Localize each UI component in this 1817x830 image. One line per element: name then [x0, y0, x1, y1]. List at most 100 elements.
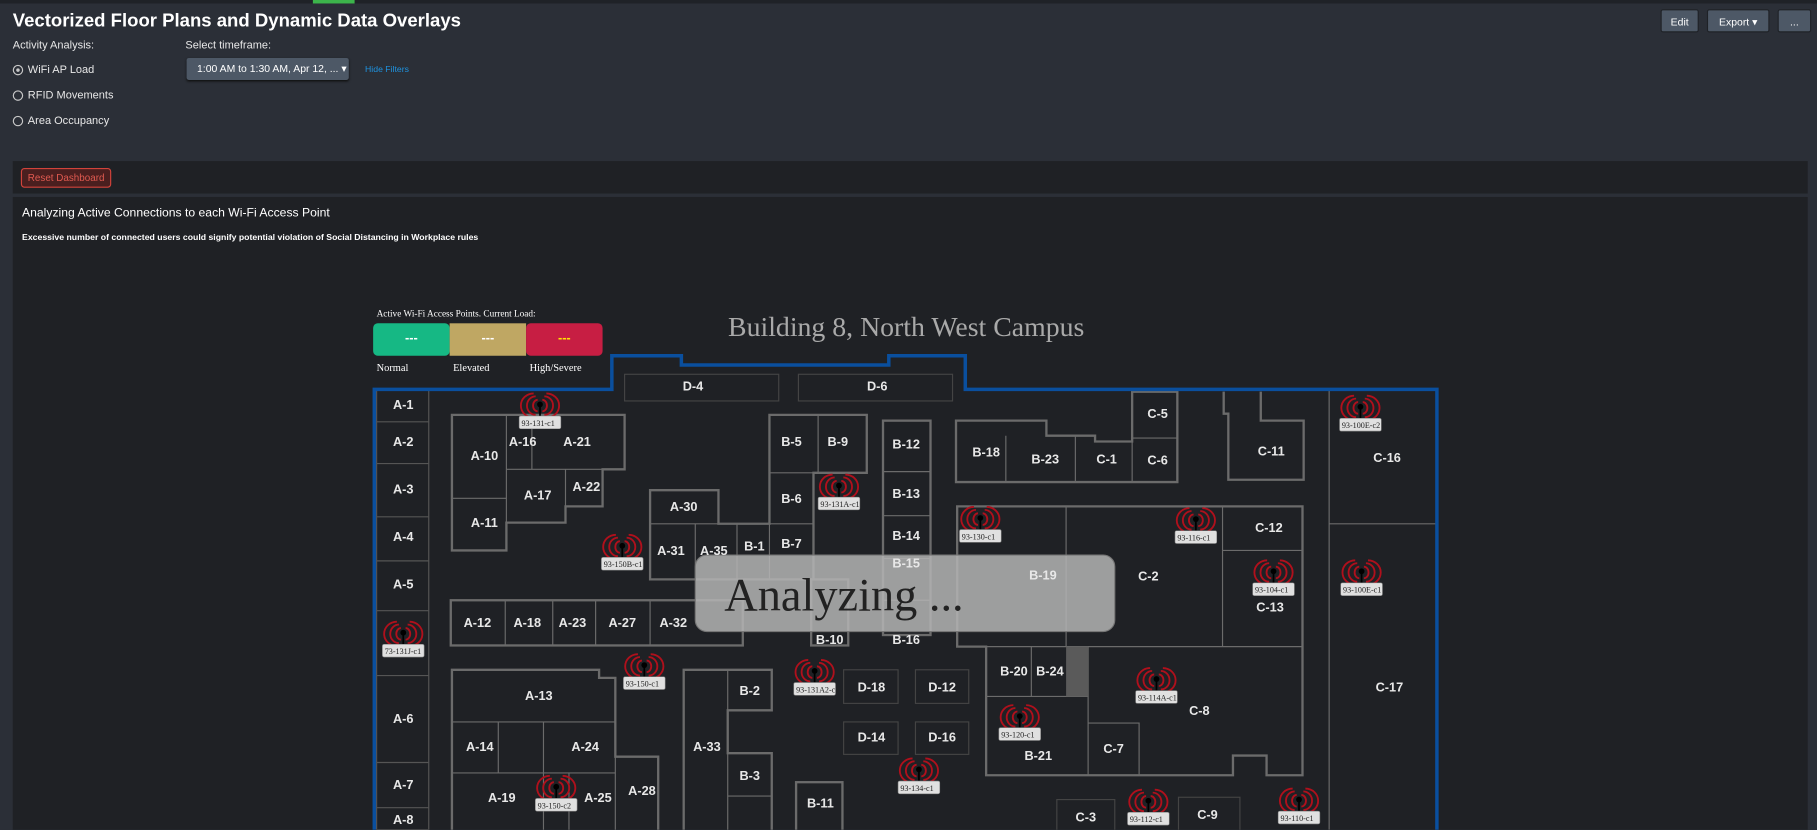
wifi-antenna-icon	[794, 659, 835, 686]
access-point[interactable]: 93-120-c1	[998, 704, 1041, 741]
room-label: B-19	[1029, 567, 1057, 582]
room-label: A-32	[659, 615, 687, 630]
room-label: A-11	[471, 515, 498, 530]
access-point-label: 93-110-c1	[1280, 814, 1313, 823]
top-bar	[0, 0, 1817, 4]
access-point[interactable]: 93-116-c1	[1174, 507, 1218, 544]
radio-wifi-ap-load[interactable]: WiFi AP Load	[12, 63, 95, 77]
room-label: C-17	[1376, 680, 1404, 695]
room-label: A-16	[509, 434, 537, 449]
room-label: A-18	[513, 615, 541, 630]
radio-label: WiFi AP Load	[27, 63, 95, 77]
panel-title: Analyzing Active Connections to each Wi-…	[22, 206, 330, 221]
timeframe-dropdown[interactable]: 1:00 AM to 1:30 AM, Apr 12, ... ▾	[186, 57, 349, 80]
access-point-label: 93-130-c1	[962, 532, 995, 541]
access-point-label: 93-104-c1	[1255, 586, 1288, 595]
floorplan-panel: Analyzing Active Connections to each Wi-…	[12, 196, 1808, 830]
room-label: B-20	[1000, 663, 1028, 678]
access-point[interactable]: 93-134-c1	[897, 757, 941, 795]
room-label: A-25	[584, 790, 612, 805]
room-label: D-12	[928, 680, 956, 695]
access-point[interactable]: 93-114A-c1	[1135, 667, 1178, 704]
access-point-label: 93-120-c1	[1001, 731, 1034, 740]
room-label: A-23	[559, 615, 587, 630]
access-point[interactable]: 93-110-c1	[1277, 787, 1321, 825]
page-title: Vectorized Floor Plans and Dynamic Data …	[12, 11, 461, 32]
reset-bar: Reset Dashboard	[12, 161, 1808, 194]
wifi-antenna-icon	[383, 620, 424, 647]
legend-label: Elevated	[453, 363, 490, 374]
building-outline	[372, 354, 1439, 830]
room-label: D-6	[867, 378, 888, 393]
legend-swatch-2	[526, 323, 603, 356]
access-point[interactable]: 93-104-c1	[1252, 559, 1295, 596]
access-point[interactable]: 93-112-c1	[1127, 788, 1170, 826]
room-label: B-2	[739, 683, 760, 698]
room-label: C-16	[1373, 450, 1401, 465]
room-label: C-9	[1197, 807, 1218, 822]
legend-value: ---	[405, 330, 418, 345]
room-label: B-6	[781, 491, 802, 506]
access-point-label: 93-131A2-c1	[796, 685, 839, 694]
room-label: B-15	[892, 556, 920, 571]
room-label: B-13	[892, 486, 920, 501]
access-point[interactable]: 73-131J-c1	[382, 620, 425, 658]
room-label: B-1	[744, 538, 765, 553]
room-label: A-27	[608, 615, 636, 630]
room-label: A-35	[700, 543, 728, 558]
room-label: C-6	[1147, 453, 1168, 468]
access-point[interactable]: 93-131A-c1	[817, 473, 861, 511]
wifi-antenna-icon	[898, 757, 939, 784]
room-label: C-5	[1147, 406, 1168, 421]
wifi-antenna-icon	[960, 506, 1001, 533]
access-point-label: 93-112-c1	[1130, 815, 1163, 824]
radio-selected-icon	[12, 64, 24, 76]
access-point[interactable]: 93-131-c1	[518, 392, 562, 430]
activity-analysis-label: Activity Analysis:	[12, 39, 95, 53]
radio-rfid-movements[interactable]: RFID Movements	[12, 89, 114, 102]
edit-button[interactable]: Edit	[1660, 9, 1699, 33]
wifi-antenna-icon	[536, 774, 577, 802]
room-label: A-17	[524, 487, 552, 502]
room-label: A-3	[393, 482, 414, 497]
access-point[interactable]: 93-130-c1	[959, 506, 1002, 543]
room-label: C-13	[1256, 600, 1284, 615]
hide-filters-link[interactable]: Hide Filters	[365, 63, 409, 75]
access-point-label: 93-150B-c1	[604, 560, 643, 569]
room-label: A-13	[525, 688, 553, 703]
access-point[interactable]: 93-131A2-c1	[793, 659, 840, 696]
export-button[interactable]: Export ▾	[1706, 9, 1770, 33]
radio-area-occupancy[interactable]: Area Occupancy	[12, 115, 109, 127]
access-point-label: 93-100E-c1	[1343, 586, 1381, 595]
access-point[interactable]: 93-150-c1	[623, 653, 666, 690]
reset-dashboard-button[interactable]: Reset Dashboard	[20, 168, 112, 188]
room-label: D-16	[928, 730, 956, 745]
radio-label: RFID Movements	[27, 89, 114, 102]
access-points: 93-131-c1 93-131A-c1 93-150B-c1 93-130-c1 93…	[382, 392, 1383, 826]
radio-icon	[12, 90, 24, 101]
room-label: C-8	[1189, 703, 1210, 718]
room-label: A-14	[466, 739, 495, 754]
room-label: A-5	[393, 577, 414, 592]
access-point[interactable]: 93-150B-c1	[601, 533, 644, 571]
analyzing-status: Analyzing ...	[724, 571, 963, 622]
room-label: A-22	[573, 479, 601, 494]
access-point[interactable]: 93-100E-c2	[1339, 394, 1382, 432]
legend-caption: Active Wi-Fi Access Points. Current Load…	[377, 309, 536, 319]
access-point[interactable]: 93-150-c2	[535, 774, 578, 812]
room-label: A-6	[393, 711, 414, 726]
legend-swatch-0	[373, 323, 450, 356]
room-label: B-18	[972, 444, 1000, 459]
room-label: B-14	[892, 528, 921, 543]
room-label: A-7	[393, 777, 414, 792]
more-button[interactable]: ...	[1777, 9, 1812, 33]
room-label: A-12	[464, 615, 492, 630]
room-label: A-33	[693, 739, 721, 754]
wifi-antenna-icon	[1128, 788, 1169, 815]
room-outlines	[376, 373, 1437, 830]
access-point[interactable]: 93-100E-c1	[1340, 559, 1383, 596]
timeframe-label: Select timeframe:	[185, 39, 272, 53]
wifi-antenna-icon	[1253, 559, 1294, 586]
